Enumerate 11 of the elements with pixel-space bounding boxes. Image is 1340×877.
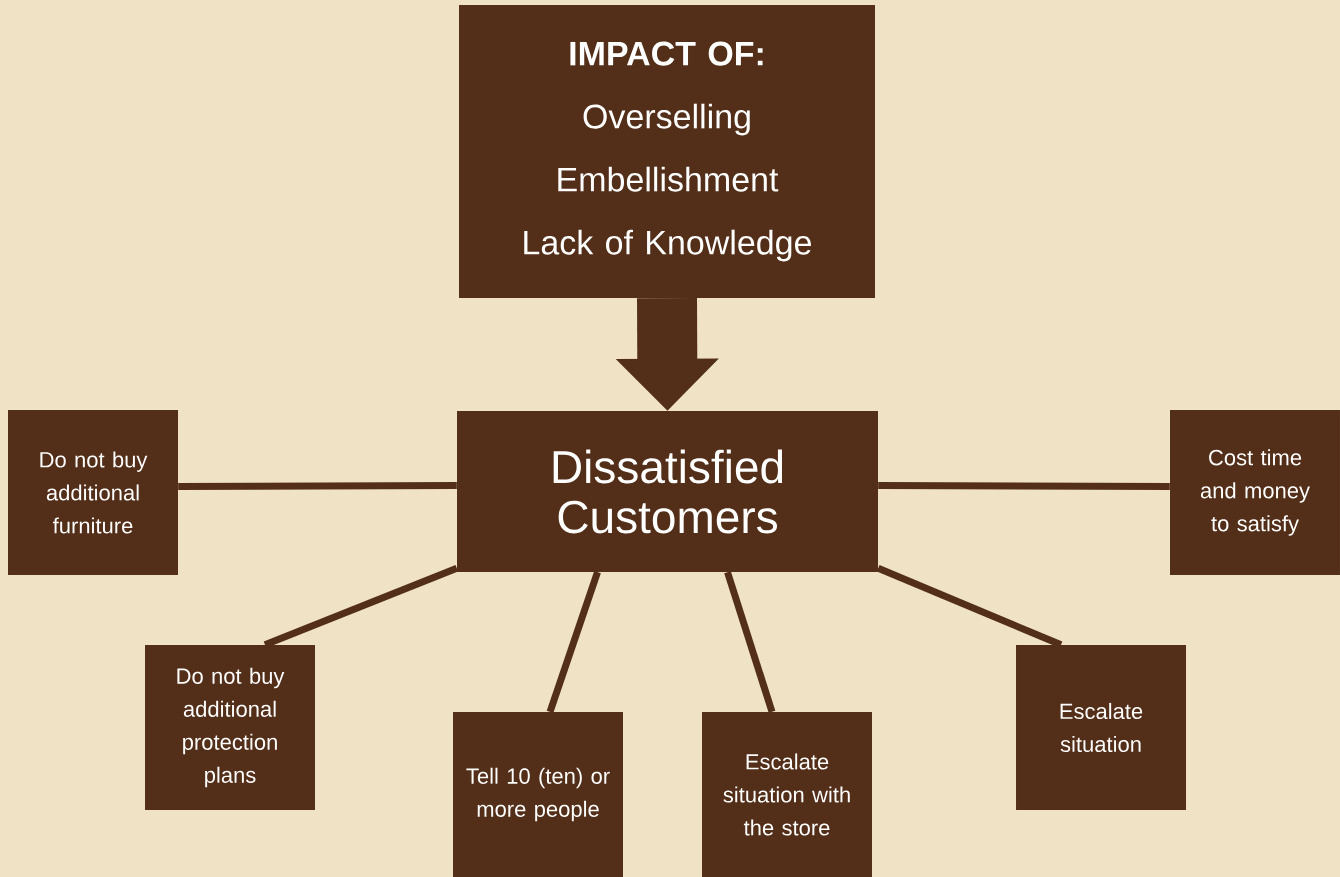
outcome-box: Cost time and money to satisfy [1170,410,1340,575]
outcome-box: Do not buy additional furniture [8,410,178,575]
connector-line [724,571,776,713]
heading-box: IMPACT OF: Overselling Embellishment Lack of Knowledge [459,5,875,298]
outcome-box: Tell 10 (ten) or more people [453,712,623,877]
outcome-box: Escalate situation [1016,645,1186,810]
outcome-box: Do not buy additional protection plans [145,645,315,810]
center-box: Dissatisfied Customers [457,411,878,572]
connector-line [546,571,601,713]
outcome-box: Escalate situation with the store [702,712,872,877]
connector-line [876,564,1063,648]
